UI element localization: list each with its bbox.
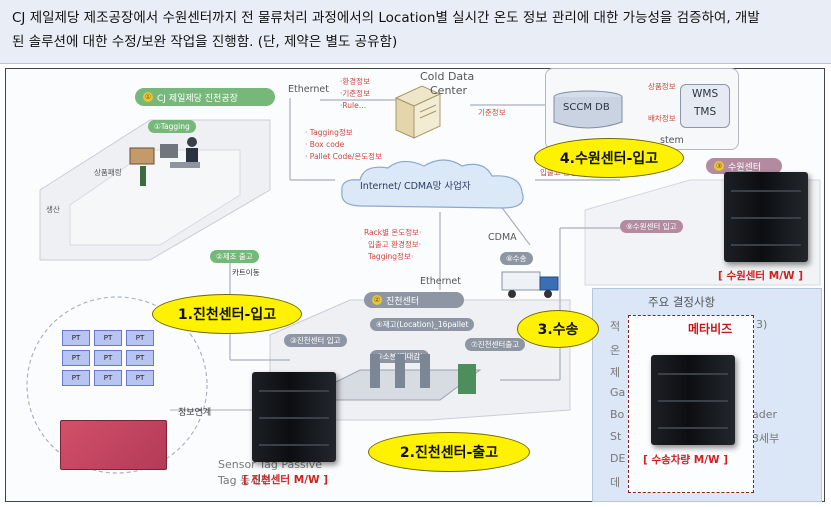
decision-right-1: 3): [756, 318, 768, 331]
production-label: 생산: [46, 205, 60, 214]
decision-item-4: Ga: [610, 386, 626, 399]
vehicle-mw-label: [ 수송차량 M/W ]: [643, 454, 729, 466]
product-info-label: 상품정보: [648, 82, 676, 91]
decision-item-5: Bo: [610, 408, 625, 421]
suwon-mw-device: [724, 172, 808, 262]
server-rack-icon: [394, 85, 442, 139]
callout-transport: 3.수송: [517, 310, 599, 348]
callout-jincheon-out: 2.진천센터-출고: [368, 432, 530, 472]
suwon-title-pill: ③ 수원센터: [706, 158, 782, 174]
cold-center-title-1: Cold Data: [420, 70, 475, 83]
jincheon-in-tag: ③진천센터 입고: [284, 334, 347, 347]
metavis-label: 메타비즈: [688, 322, 733, 336]
jincheon-number-badge: ②: [372, 295, 382, 305]
decision-item-8: 데: [610, 476, 621, 489]
jincheon-out-tag: ⑦진천센터출고: [465, 338, 526, 351]
pallet-tag-3: PT: [126, 330, 154, 346]
factory-title-pill: ① CJ 제일제당 진천공장: [135, 88, 275, 106]
vehicle-mw-device: [651, 355, 735, 445]
ethernet-top-label: Ethernet: [288, 84, 329, 95]
cdma-label: CDMA: [488, 232, 517, 243]
truck-icon: [501, 271, 559, 298]
cold-note-3: ·Rule…: [340, 101, 367, 110]
cloud-label: Internet/ CDMA망 사업자: [360, 181, 471, 192]
sensor-board-image: [60, 420, 167, 470]
system-partial-label: stem: [660, 135, 684, 146]
decision-item-1: 적: [610, 320, 621, 333]
suwon-in-tag: ⑨수원센터 입고: [620, 220, 683, 233]
wms-tms-box: [680, 84, 730, 128]
rack-note-2: 입출고 환경정보·: [368, 240, 422, 249]
cart-move-label: 카트이동: [232, 268, 260, 277]
callout-jincheon-in: 1.진천센터-입고: [152, 294, 302, 334]
decision-right-3: 3세부: [752, 432, 780, 445]
jincheon-mw-label: [ 진천센터 M/W ]: [243, 474, 329, 486]
cold-note-1: ·환경정보: [340, 77, 370, 86]
storage-tag: ④재고(Location)_16pallet: [370, 318, 475, 331]
sccm-db-label: SCCM DB: [563, 102, 610, 113]
sensor-text-2: Tag 등세부: [218, 474, 271, 487]
decision-item-2: 온: [610, 344, 621, 357]
info-link-label: 정보연계: [178, 408, 212, 418]
jincheon-title-pill: ② 진천센터: [364, 292, 464, 308]
decision-item-3: 제: [610, 366, 621, 379]
tms-label: TMS: [694, 106, 717, 118]
decision-item-7: DE: [610, 452, 626, 465]
header-banner: CJ 제일제당 제조공장에서 수원센터까지 전 물류처리 과정에서의 Locat…: [0, 0, 831, 64]
factory-note-1: · Tagging정보: [305, 128, 353, 137]
wms-label: WMS: [692, 88, 719, 100]
jincheon-mw-device: [252, 372, 336, 462]
ethernet-mid-label: Ethernet: [420, 276, 461, 287]
tagging-tag: ①Tagging: [148, 120, 196, 133]
factory-note-3: · Pallet Code/온도정보: [305, 152, 382, 161]
pallet-tag-5: PT: [94, 350, 122, 366]
base-info-label: 기준정보: [478, 108, 506, 117]
factory-number-badge: ①: [143, 92, 153, 102]
cold-note-2: ·기준정보: [340, 89, 370, 98]
pallet-tag-6: PT: [126, 350, 154, 366]
conveyor-racks-icon: [300, 354, 482, 401]
shipping-info-label: 배차정보: [648, 114, 676, 123]
decision-item-6: St: [610, 430, 622, 443]
header-line-2: 된 솔루션에 대한 수정/보완 작업을 진행함. (단, 제약은 별도 공유함): [12, 34, 398, 50]
suwon-mw-label: [ 수원센터 M/W ]: [718, 270, 804, 282]
pallet-tag-9: PT: [126, 370, 154, 386]
pallet-tag-1: PT: [62, 330, 90, 346]
header-line-1: CJ 제일제당 제조공장에서 수원센터까지 전 물류처리 과정에서의 Locat…: [12, 10, 760, 26]
transport-tag: ⑧수송: [500, 252, 533, 265]
rack-note-3: Tagging정보·: [368, 252, 414, 261]
cold-center-title-2: Center: [430, 84, 468, 97]
decision-right-2: ader: [752, 408, 778, 421]
suwon-number-badge: ③: [714, 161, 724, 171]
suwon-title: 수원센터: [728, 162, 762, 173]
factory-title: CJ 제일제당 진천공장: [157, 93, 238, 104]
internet-cloud-icon: [341, 159, 524, 209]
database-icon: [553, 90, 623, 129]
pallet-tag-7: PT: [62, 370, 90, 386]
decisions-title: 주요 결정사항: [648, 295, 716, 309]
factory-equipment-icon: [129, 137, 200, 186]
callout-suwon-in: 4.수원센터-입고: [534, 138, 684, 178]
jincheon-title: 진천센터: [386, 296, 420, 307]
pallet-grid: PT PT PT PT PT PT PT PT PT: [62, 330, 158, 386]
pallet-tag-2: PT: [94, 330, 122, 346]
factory-note-2: · Box code: [305, 140, 345, 149]
pallet-tag-4: PT: [62, 350, 90, 366]
product-move-label: 상품패링: [94, 168, 122, 177]
rack-note-1: Rack별 온도정보·: [364, 228, 422, 237]
pallet-tag-8: PT: [94, 370, 122, 386]
factory-out-tag: ②제조 출고: [210, 250, 259, 263]
